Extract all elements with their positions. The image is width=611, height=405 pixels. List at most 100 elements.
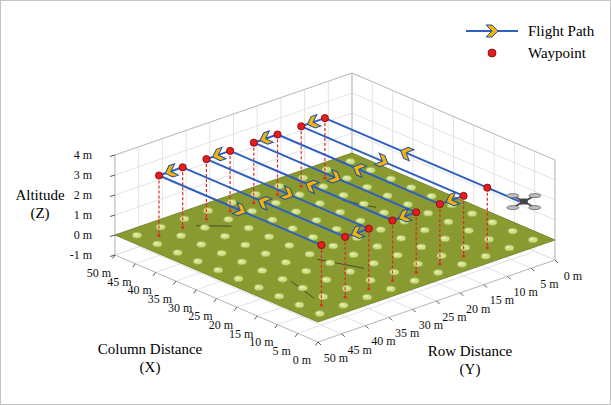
axis-title: Row Distance (Y) xyxy=(420,342,520,378)
bush xyxy=(342,286,351,292)
bush-highlight xyxy=(303,269,307,271)
bush-highlight xyxy=(435,271,439,273)
bush-highlight xyxy=(330,244,334,246)
bush-highlight xyxy=(225,217,229,219)
bush xyxy=(319,294,328,300)
bush xyxy=(366,277,375,283)
bush-highlight xyxy=(391,270,395,272)
bush xyxy=(339,302,348,308)
waypoint-drop-line xyxy=(392,221,393,281)
bush-highlight xyxy=(300,176,304,178)
bush xyxy=(417,244,426,250)
bush-highlight xyxy=(178,234,182,236)
bush xyxy=(305,251,314,257)
direction-chevron xyxy=(163,164,178,179)
bush-highlight xyxy=(229,200,233,202)
tick-mark xyxy=(531,268,534,271)
bush-highlight xyxy=(381,211,385,213)
x-tick-label: 5 m xyxy=(273,344,291,358)
bush xyxy=(132,232,141,238)
y-tick-label: 30 m xyxy=(419,318,443,332)
bush-highlight xyxy=(459,262,463,264)
bush-highlight xyxy=(506,246,510,248)
bush-highlight xyxy=(351,253,355,255)
bush xyxy=(508,228,517,234)
axis-title: Column Distance (X) xyxy=(90,340,210,376)
waypoint-drop-line xyxy=(439,204,440,264)
waypoint-marker xyxy=(227,147,234,154)
waypoint-marker xyxy=(389,217,396,224)
bush-highlight xyxy=(327,261,331,263)
bush-highlight xyxy=(290,227,294,229)
bush-highlight xyxy=(374,244,378,246)
tick-mark xyxy=(194,290,197,294)
waypoint-drop-line xyxy=(463,196,464,256)
waypoint-marker xyxy=(484,184,491,191)
bush-highlight xyxy=(175,251,179,253)
waypoint-drop-line xyxy=(182,167,183,227)
direction-chevron xyxy=(303,178,319,194)
bush xyxy=(481,253,490,259)
bush xyxy=(424,210,433,216)
bush-highlight xyxy=(300,286,304,288)
bush-highlight xyxy=(439,254,443,256)
bush-highlight xyxy=(405,202,409,204)
ground-marker xyxy=(438,263,441,266)
bush-highlight xyxy=(462,245,466,247)
bush-highlight xyxy=(442,237,446,239)
bush xyxy=(420,227,429,233)
bush xyxy=(241,242,250,248)
bush-highlight xyxy=(530,238,534,240)
bush xyxy=(214,267,223,273)
bush-highlight xyxy=(334,227,338,229)
ground-marker xyxy=(229,209,232,212)
tick-mark xyxy=(318,342,321,345)
y-tick-label: 50 m xyxy=(324,351,348,365)
ground-marker xyxy=(300,185,303,188)
bush-highlight xyxy=(340,303,344,305)
waypoint-marker xyxy=(179,164,186,171)
bush-highlight xyxy=(445,220,449,222)
bush-highlight xyxy=(219,251,223,253)
bush-highlight xyxy=(215,268,219,270)
bush-highlight xyxy=(202,226,206,228)
bush-highlight xyxy=(469,212,473,214)
bush-highlight xyxy=(347,159,351,161)
bush-highlight xyxy=(249,209,253,211)
axes-box xyxy=(115,73,555,342)
bush xyxy=(461,245,470,251)
bush-highlight xyxy=(324,168,328,170)
bush xyxy=(468,211,477,217)
direction-chevron xyxy=(351,161,367,177)
y-tick-label: 25 m xyxy=(442,310,466,324)
bush xyxy=(237,259,246,265)
ground-marker xyxy=(486,246,489,249)
x-tick-label: 10 m xyxy=(249,335,273,349)
waypoint-marker xyxy=(155,172,162,179)
bush-highlight xyxy=(154,242,158,244)
bush-highlight xyxy=(205,209,209,211)
flight-path xyxy=(159,118,520,245)
bush-highlight xyxy=(344,286,348,288)
bush-highlight xyxy=(273,201,277,203)
bush xyxy=(390,269,399,275)
bush xyxy=(464,228,473,234)
z-tick-label: 4 m xyxy=(74,148,92,162)
bush-highlight xyxy=(341,193,345,195)
axis-title: Altitude (Z) xyxy=(10,186,70,222)
bush xyxy=(413,261,422,267)
tick-mark xyxy=(110,215,115,217)
waypoint-marker xyxy=(250,139,257,146)
bush-highlight xyxy=(313,218,317,220)
waypoint-drop-line xyxy=(487,188,488,248)
bush-highlight xyxy=(398,236,402,238)
bush-highlight xyxy=(324,278,328,280)
bush xyxy=(505,245,514,251)
grid-line xyxy=(115,113,352,195)
bush xyxy=(200,225,209,231)
bush-highlight xyxy=(286,243,290,245)
bush xyxy=(528,237,537,243)
bush-highlight xyxy=(368,278,372,280)
bush xyxy=(176,233,185,239)
